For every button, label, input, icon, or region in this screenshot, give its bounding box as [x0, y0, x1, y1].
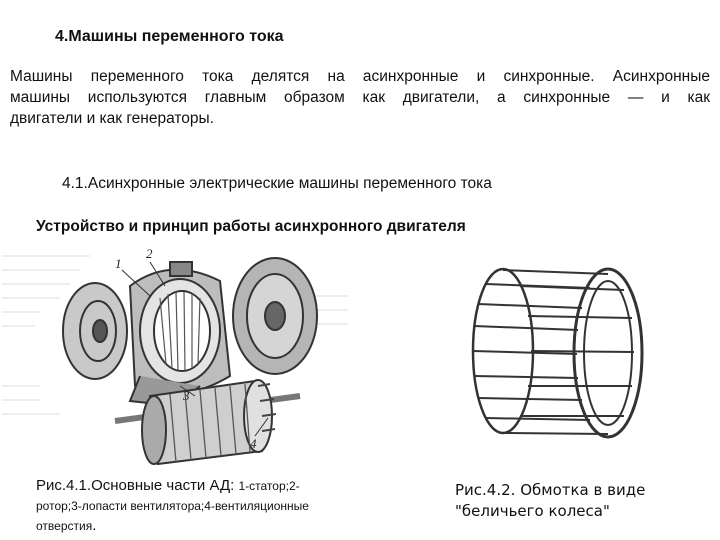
- motor-parts-figure: 1 2 3 4: [2, 246, 348, 466]
- figure1-caption-end: .: [92, 517, 97, 534]
- callout-3: 3: [182, 388, 190, 403]
- leader-lines: [121, 261, 269, 437]
- intro-line: двигатели и как генераторы.: [10, 110, 214, 127]
- left-end-shield: [62, 282, 128, 380]
- intro-line: машины используются главным образом как …: [10, 89, 710, 106]
- callout-2: 2: [146, 246, 153, 261]
- stator: [128, 261, 232, 408]
- cage-bars: [472, 269, 635, 435]
- figure2-caption-line: Рис.4.2. Обмотка в виде: [455, 481, 646, 499]
- cage-front-ring-outer: [572, 267, 644, 439]
- section-title: 4.Машины переменного тока: [55, 28, 284, 45]
- callout-1: 1: [115, 256, 122, 271]
- right-end-shield: [232, 257, 318, 375]
- subsection-title: 4.1.Асинхронные электрические машины пер…: [62, 175, 492, 192]
- figure2-caption-line: "беличьего колеса": [455, 502, 610, 520]
- figure1-caption-part3: отверстия: [36, 519, 93, 533]
- figure2-caption: Рис.4.2. Обмотка в виде "беличьего колес…: [455, 480, 705, 522]
- figure1-caption-lead: Рис.4.1.Основные части АД:: [36, 477, 239, 494]
- subsubsection-title: Устройство и принцип работы асинхронного…: [36, 218, 466, 235]
- rotor: [114, 379, 301, 466]
- squirrel-cage-figure: [471, 267, 644, 439]
- intro-line: Машины переменного тока делятся на асинх…: [10, 68, 710, 85]
- callout-4: 4: [250, 436, 257, 451]
- figure1-caption-part1: 1-статор;2-: [238, 479, 300, 493]
- figure1-caption-part2: ротор;3-лопасти вентилятора;4-вентиляцио…: [36, 499, 309, 513]
- cage-front-ring-inner: [583, 280, 633, 426]
- intro-paragraph: Машины переменного тока делятся на асинх…: [10, 66, 710, 129]
- figure1-caption: Рис.4.1.Основные части АД: 1-статор;2- р…: [36, 476, 416, 536]
